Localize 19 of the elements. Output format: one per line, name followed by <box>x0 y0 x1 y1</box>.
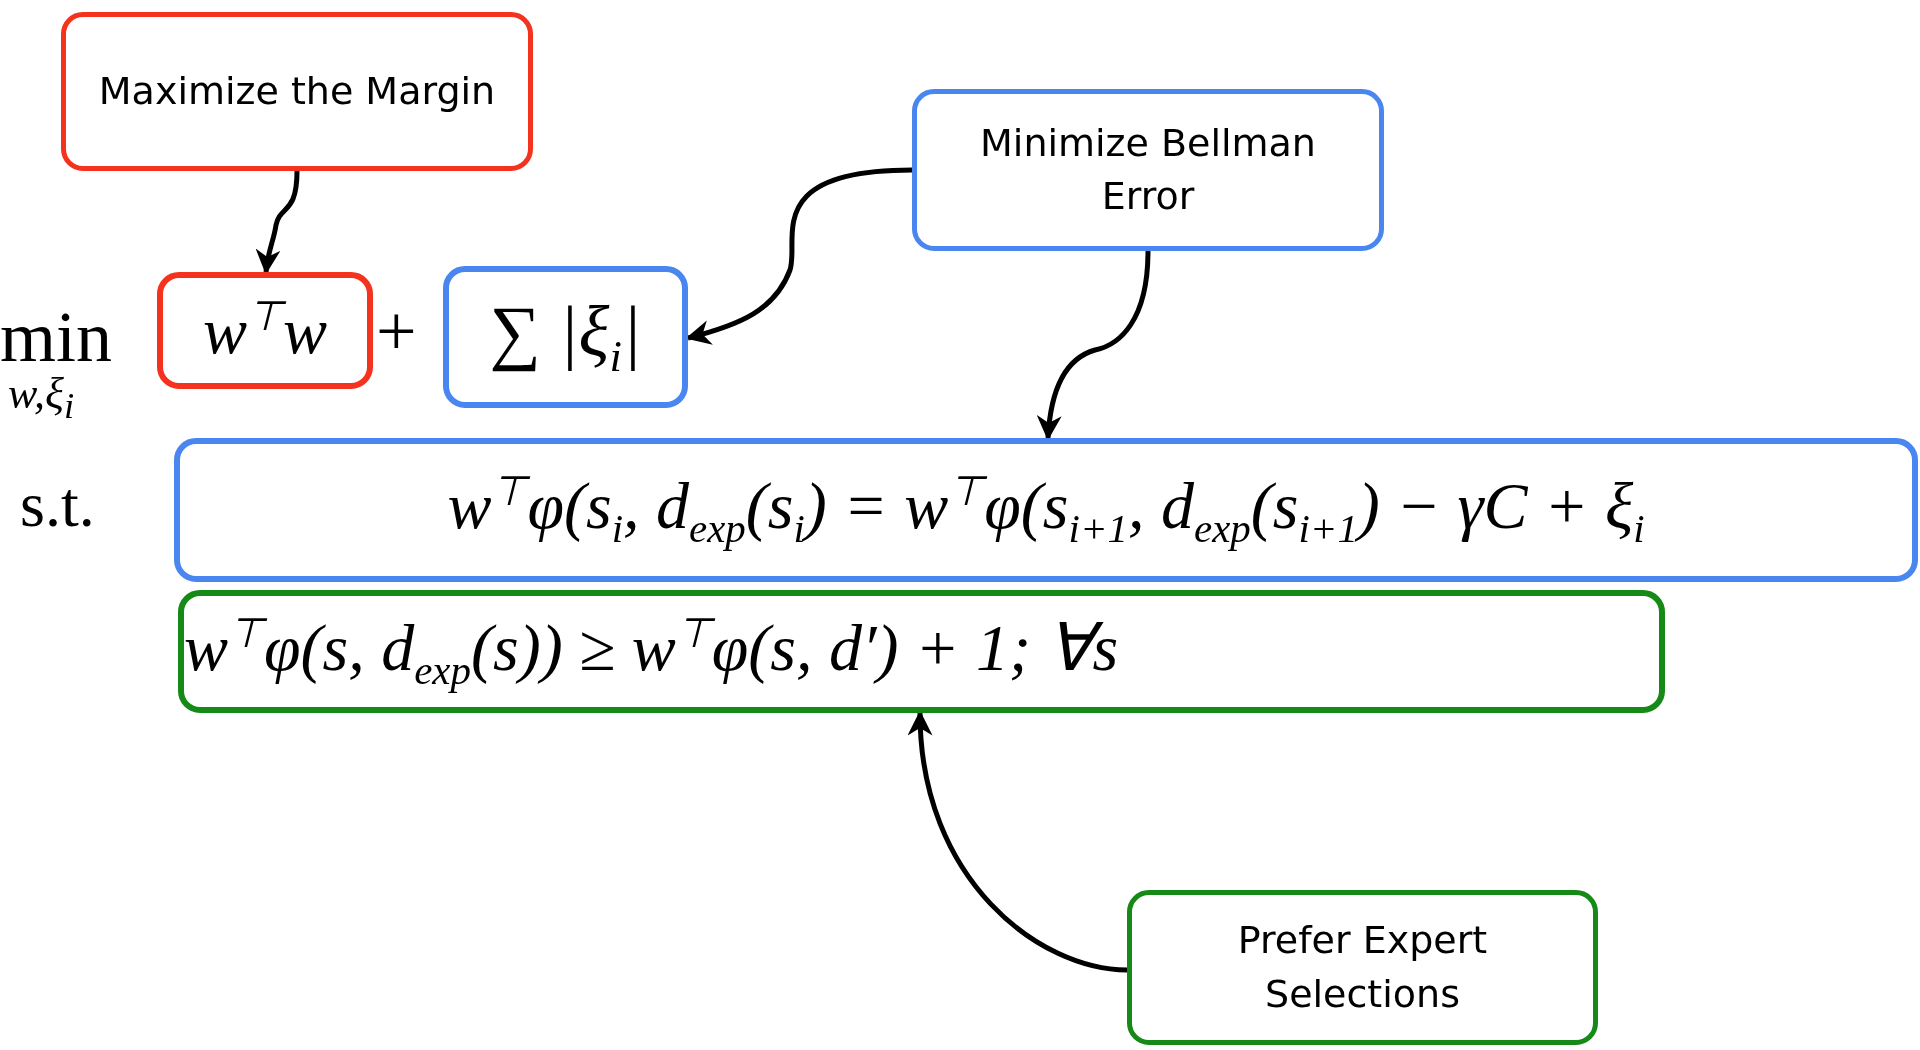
constraint-label: s.t. <box>20 468 95 542</box>
highlight-box <box>157 272 373 389</box>
math-expression: w$^{⊤}$φ(s$_{i}$, d$_{exp}$(s$_{i}$) = w$^{⊤}$φ(s$_{i+1}$, d$_{exp}$(s$_{i+1}$) − γC + ξ$_{i}$ <box>447 468 1645 553</box>
math-expression: w$^{⊤}$w <box>202 293 328 369</box>
highlight-box <box>174 438 1918 582</box>
callout-text: Maximize the Margin <box>97 67 497 115</box>
math-expression: ∑ |ξ$_{i}$| <box>489 291 642 383</box>
math-expression: w$^{⊤}$φ(s, d$_{exp}$(s)) ≥ w$^{⊤}$φ(s, d′) + 1; ∀s <box>184 609 1119 695</box>
curved-arrow <box>908 710 1128 973</box>
curved-arrow <box>256 170 300 275</box>
callout-text: Prefer Expert Selections <box>1236 917 1489 1018</box>
callout-text: Minimize Bellman Error <box>979 119 1317 220</box>
callout-box <box>912 89 1384 251</box>
highlight-box <box>443 266 688 408</box>
callout-box <box>61 12 533 171</box>
plus-sign: + <box>376 290 417 373</box>
callout-box <box>1127 890 1598 1045</box>
curved-arrow <box>1037 250 1151 441</box>
highlight-box <box>178 590 1665 713</box>
